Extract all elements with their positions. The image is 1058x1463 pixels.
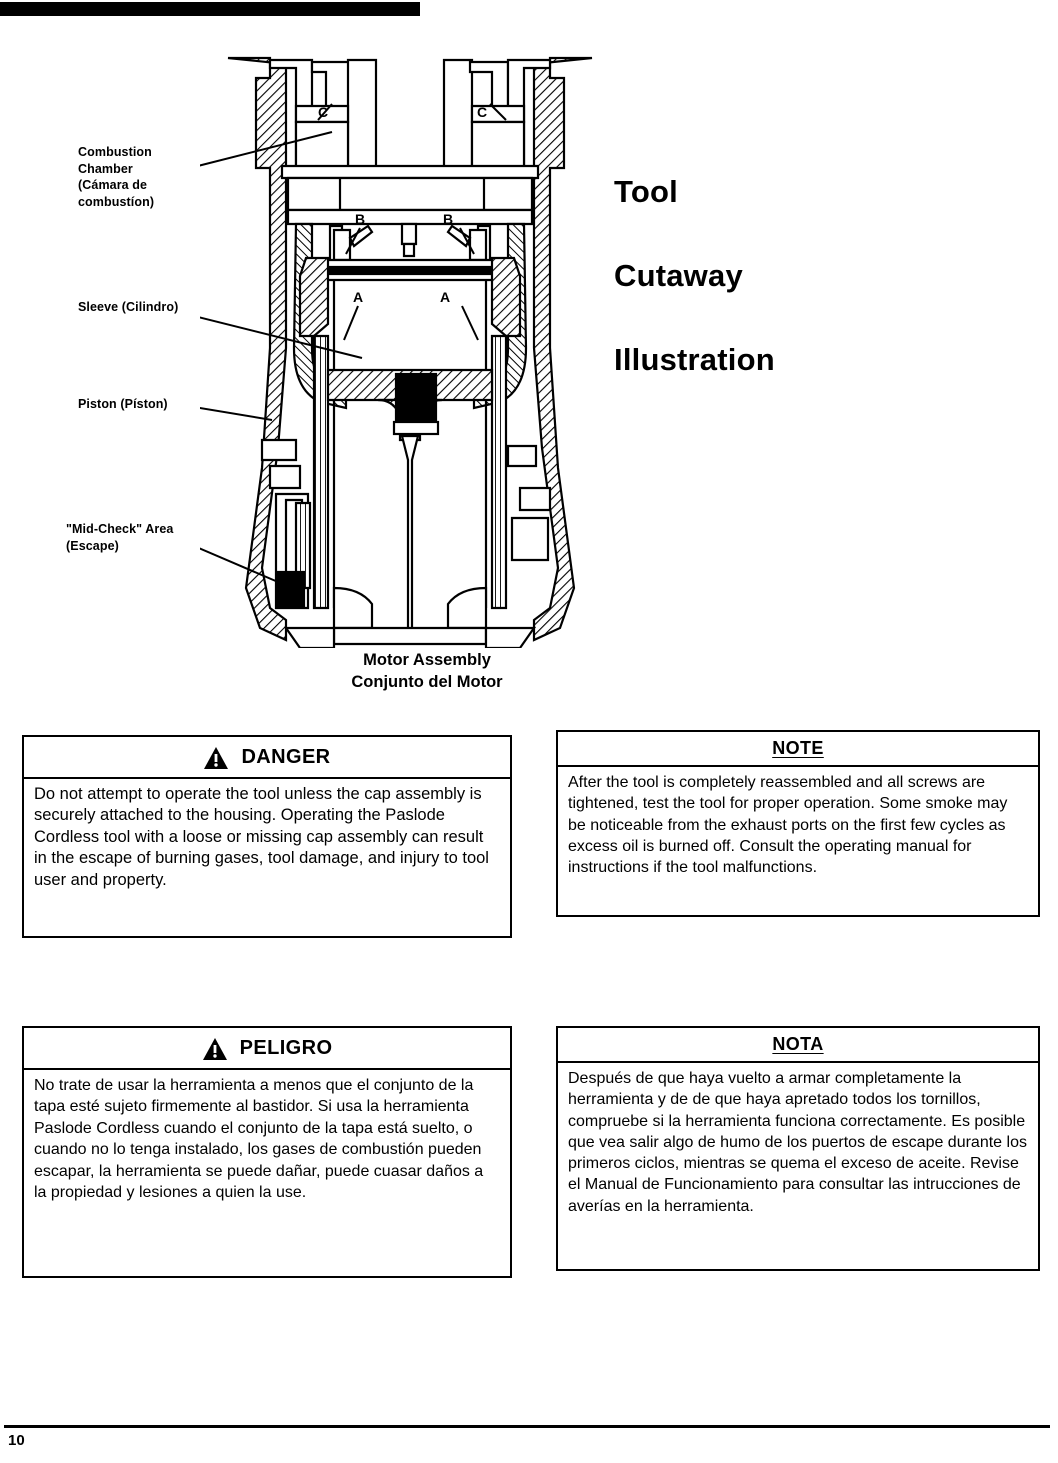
nota-box-body: Después de que haya vuelto a armar compl… [558,1063,1038,1227]
note-box-text: After the tool is completely reassembled… [568,774,1008,877]
diagram-caption-es: Conjunto del Motor [351,672,503,691]
callout-sleeve: Sleeve (Cilindro) [78,300,179,314]
peligro-box-text: No trate de usar la herramienta a menos … [34,1077,484,1202]
diagram-marker-b-left: B [355,211,366,227]
callout-piston: Piston (Píston) [78,397,168,411]
danger-callout-box: DANGER Do not attempt to operate the too… [22,735,512,938]
danger-box-body: Do not attempt to operate the tool unles… [24,779,510,901]
page-title-line-3: Illustration [614,342,775,377]
page-title-line-2: Cutaway [614,258,743,293]
nota-box-title: NOTA [772,1034,824,1054]
diagram-marker-b-right: B [443,211,454,227]
note-callout-box: NOTE After the tool is completely reasse… [556,730,1040,917]
note-box-title: NOTE [772,738,824,758]
warning-triangle-icon [202,1038,227,1060]
page-title: Tool Cutaway Illustration [614,176,994,428]
danger-box-text: Do not attempt to operate the tool unles… [34,785,489,889]
note-box-body: After the tool is completely reassembled… [558,767,1038,888]
peligro-callout-box: PELIGRO No trate de usar la herramienta … [22,1026,512,1278]
diagram-caption-en: Motor Assembly [363,651,491,669]
danger-box-header: DANGER [24,737,510,779]
page-number: 10 [8,1432,25,1449]
footer-rule [4,1425,1050,1428]
diagram-marker-c-left: C [318,104,329,120]
nota-callout-box: NOTA Después de que haya vuelto a armar … [556,1026,1040,1271]
warning-triangle-icon [204,747,229,769]
diagram-caption: Motor Assembly Conjunto del Motor [232,650,622,694]
nota-box-text: Después de que haya vuelto a armar compl… [568,1070,1027,1215]
note-box-header: NOTE [558,732,1038,767]
callout-mid-check-area: "Mid-Check" Area (Escape) [66,522,174,553]
diagram-marker-a-right: A [440,289,451,305]
peligro-box-body: No trate de usar la herramienta a menos … [24,1070,510,1214]
diagram-marker-a-left: A [353,289,364,305]
header-rule [0,2,420,16]
peligro-box-header: PELIGRO [24,1028,510,1070]
danger-box-title: DANGER [241,745,331,768]
callout-combustion-chamber: Combustion Chamber (Cámara de combustíon… [78,145,155,209]
peligro-box-title: PELIGRO [239,1036,333,1059]
diagram-marker-c-right: C [477,104,488,120]
page-title-line-1: Tool [614,174,678,209]
motor-assembly-cutaway-drawing [200,56,593,648]
nota-box-header: NOTA [558,1028,1038,1063]
